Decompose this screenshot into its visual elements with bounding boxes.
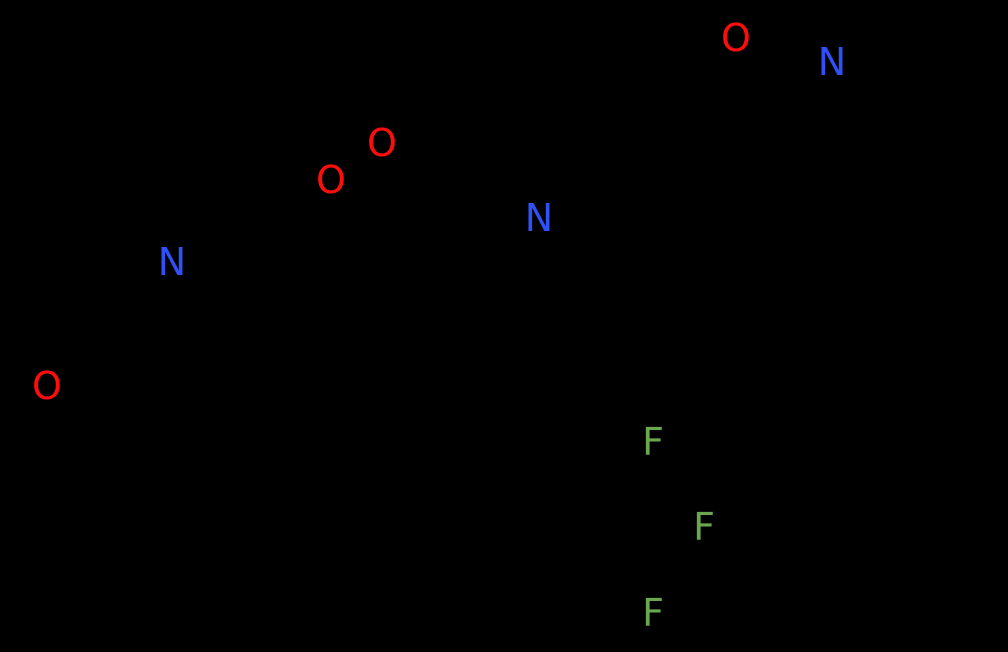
atom-oxygen-carbonyl-1: O [367,121,397,165]
atom-fluorine-2: F [693,505,715,549]
atom-fluorine-3: F [642,591,664,635]
atom-nitrogen-morpholine: N [157,240,187,284]
atom-fluorine-1: F [642,420,664,464]
atom-oxygen-morpholine: O [32,364,62,408]
atom-oxygen-isoxazole: O [721,16,751,60]
atom-oxygen-carbonyl-2: O [316,158,346,202]
atom-nitrogen-amide: N [524,196,554,240]
atom-nitrogen-isoxazole: N [817,40,847,84]
